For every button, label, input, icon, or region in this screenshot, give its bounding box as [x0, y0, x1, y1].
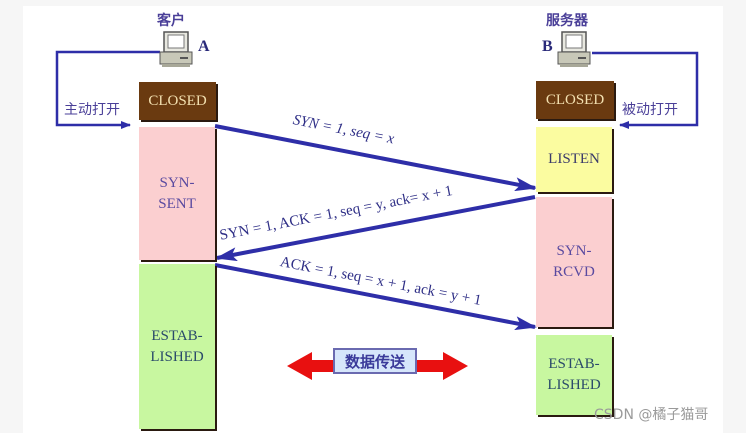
server-state-listen: LISTEN: [536, 127, 612, 192]
client-title: 客户: [157, 13, 185, 29]
server-open-loop-line: [592, 51, 699, 129]
client-open-loop-line: [55, 50, 160, 129]
server-open-action: 被动打开: [622, 102, 678, 118]
client-host-label: A: [198, 38, 210, 55]
watermark: CSDN @橘子猫哥: [594, 407, 709, 423]
server-computer-icon: [557, 31, 591, 67]
client-state-established: ESTAB- LISHED: [139, 264, 215, 429]
client-state-closed: CLOSED: [139, 82, 216, 120]
client-computer-icon: [159, 31, 193, 67]
message-arrow-1: [214, 124, 537, 192]
server-state-closed: CLOSED: [536, 81, 614, 119]
server-state-syn-rcvd: SYN- RCVD: [536, 197, 612, 327]
server-title: 服务器: [546, 13, 588, 29]
server-host-label: B: [542, 38, 553, 55]
server-state-established: ESTAB- LISHED: [536, 335, 612, 415]
message-arrow-2: [215, 195, 536, 262]
client-state-syn-sent: SYN- SENT: [139, 127, 215, 260]
data-transfer-label: 数据传送: [333, 348, 417, 374]
data-transfer-arrow: [287, 352, 468, 380]
message-arrow-3: [214, 263, 537, 331]
client-open-action: 主动打开: [64, 102, 120, 118]
